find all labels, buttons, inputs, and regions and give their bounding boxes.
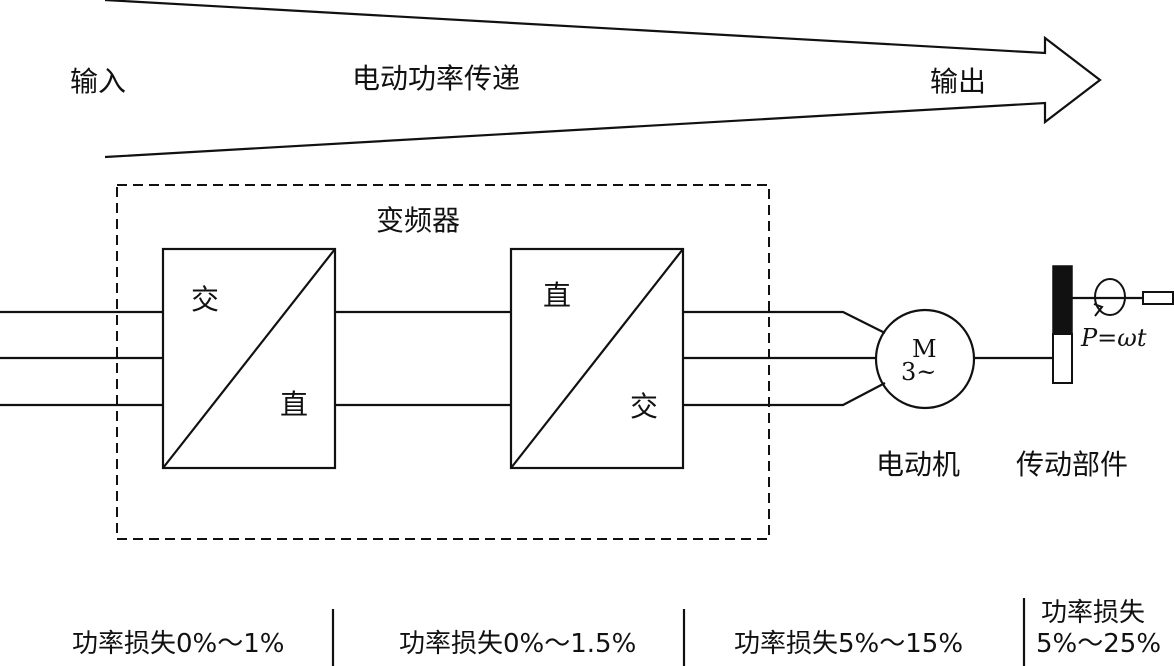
shaft-end-block bbox=[1142, 291, 1174, 305]
transmission-part: P=ωt 传动部件 bbox=[1016, 265, 1174, 481]
power-arrow: 输入 电动功率传递 输出 bbox=[70, 0, 1102, 159]
dc-link bbox=[335, 310, 511, 407]
input-label: 输入 bbox=[70, 65, 126, 98]
loss-table: 功率损失0%～1% 功率损失0%～1.5% 功率损失5%～15% 功率损失 5%… bbox=[72, 598, 1161, 666]
transmission-dark-segment bbox=[1052, 265, 1073, 335]
motor-feed-line-3 bbox=[683, 382, 886, 407]
transmission-light-segment bbox=[1052, 333, 1073, 384]
motor-symbol-top: M bbox=[912, 335, 937, 363]
motor-feed-line-1 bbox=[683, 310, 886, 334]
rectifier-diagonal bbox=[162, 248, 336, 469]
rotation-arrow-icon bbox=[1093, 303, 1104, 317]
power-transfer-label: 电动功率传递 bbox=[352, 62, 520, 95]
loss-label-2: 功率损失0%～1.5% bbox=[399, 629, 636, 659]
inverter-dashed-border bbox=[116, 184, 770, 540]
output-label: 输出 bbox=[930, 65, 986, 98]
motor-feed-lines bbox=[683, 310, 886, 407]
loss-label-1: 功率损失0%～1% bbox=[72, 629, 285, 659]
rectifier-block: 交 直 bbox=[161, 247, 337, 470]
power-flow-arrow-shape bbox=[104, 0, 1102, 159]
loss-label-4-line-1: 功率损失 bbox=[1041, 598, 1145, 628]
loss-label-3: 功率损失5%～15% bbox=[734, 629, 963, 659]
inverter-stage-bottom-label: 交 bbox=[630, 390, 658, 423]
inverter-stage-diagonal bbox=[510, 248, 684, 469]
loss-label-4-line-2: 5%～25% bbox=[1036, 629, 1161, 659]
inverter-frame: 变频器 bbox=[116, 184, 770, 540]
motor: M 3~ 电动机 bbox=[874, 308, 976, 481]
transmission-label: 传动部件 bbox=[1016, 448, 1128, 481]
input-lines bbox=[0, 310, 163, 407]
motor-symbol-bottom: 3~ bbox=[901, 358, 936, 386]
inverter-title: 变频器 bbox=[376, 204, 460, 237]
rectifier-bottom-label: 直 bbox=[280, 388, 308, 421]
inverter-stage-block: 直 交 bbox=[509, 247, 685, 470]
rotation-loop bbox=[1094, 278, 1126, 316]
motor-label: 电动机 bbox=[876, 448, 960, 481]
power-formula: P=ωt bbox=[1080, 324, 1147, 352]
rectifier-top-label: 交 bbox=[191, 283, 219, 316]
inverter-stage-top-label: 直 bbox=[543, 279, 571, 312]
rectifier-box bbox=[161, 247, 337, 470]
